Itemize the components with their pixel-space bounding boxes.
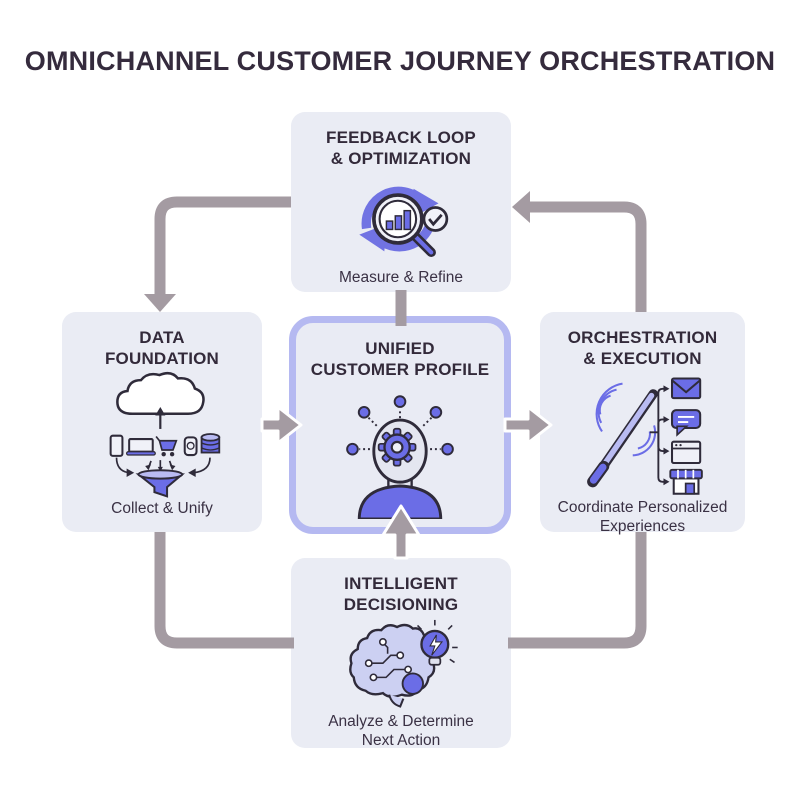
arrowhead-down-into-data: [144, 294, 176, 312]
connector-data-to-decisioning: [154, 532, 294, 649]
node-data-caption: Collect & Unify: [111, 499, 213, 517]
magic-wand-channels-icon: [562, 370, 724, 498]
node-decisioning-caption: Analyze & Determine Next Action: [328, 712, 474, 749]
connector-orchestration-to-feedback: [530, 201, 647, 312]
cycle-arrows-magnifier-chart-check-icon: [348, 170, 454, 268]
brain-lightbulb-icon: [326, 616, 476, 712]
node-orchestration-title: ORCHESTRATION & EXECUTION: [567, 328, 718, 369]
arrowhead-left-into-feedback: [512, 191, 530, 223]
page-title: OMNICHANNEL CUSTOMER JOURNEY ORCHESTRATI…: [24, 46, 776, 76]
node-orchestration-caption: Coordinate Personalized Experiences: [557, 498, 728, 535]
node-intelligent-decisioning: INTELLIGENT DECISIONING: [291, 558, 511, 749]
cloud-devices-funnel-icon: [83, 370, 241, 499]
node-decisioning-title: INTELLIGENT DECISIONING: [343, 574, 459, 615]
node-unified-customer-profile: UNIFIED CUSTOMER PROFILE: [289, 316, 511, 534]
node-center-title: UNIFIED CUSTOMER PROFILE: [310, 339, 490, 380]
node-feedback-loop: FEEDBACK LOOP & OPTIMIZATION Measure & R…: [291, 112, 511, 292]
node-orchestration-execution: ORCHESTRATION & EXECUTION: [540, 312, 745, 535]
connector-feedback-to-data: [154, 196, 291, 294]
node-feedback-title: FEEDBACK LOOP & OPTIMIZATION: [326, 128, 476, 169]
node-feedback-caption: Measure & Refine: [338, 268, 464, 286]
node-data-title: DATA FOUNDATION: [104, 328, 220, 369]
node-data-foundation: DATA FOUNDATION: [62, 312, 262, 532]
customer-head-gear-network-icon: [332, 381, 468, 528]
